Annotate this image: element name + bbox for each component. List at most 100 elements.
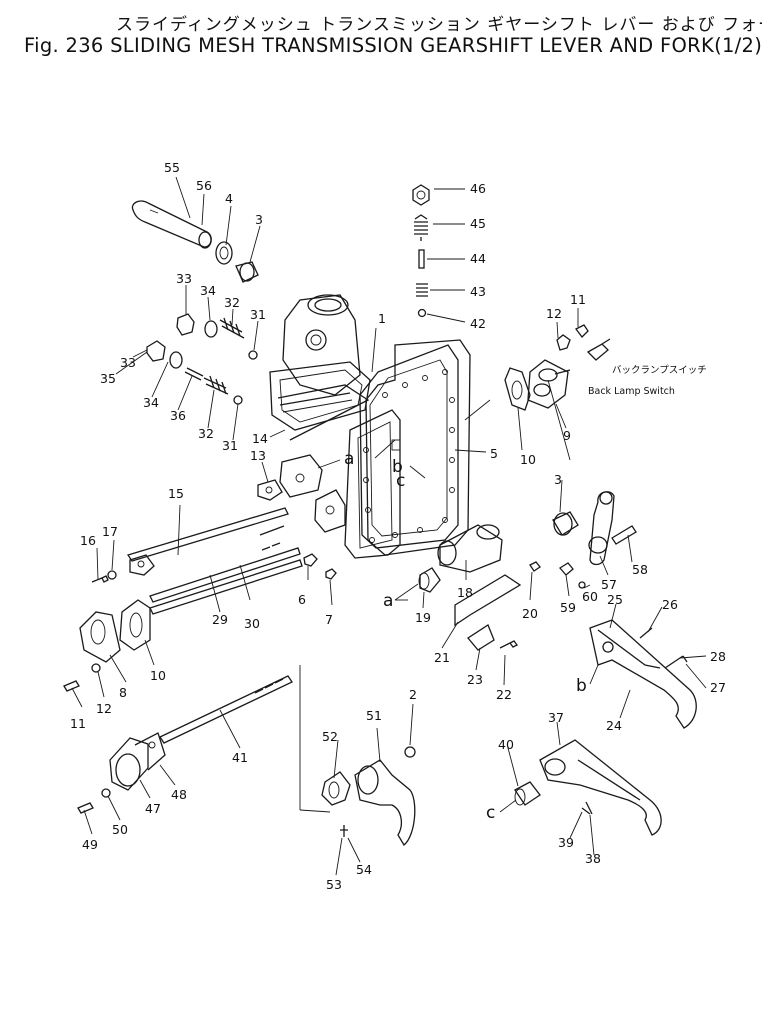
part-label-6: 6 bbox=[298, 592, 306, 607]
part-label-10b: 10 bbox=[150, 668, 166, 683]
part-label-32b: 32 bbox=[198, 426, 214, 441]
part-label-1: 1 bbox=[378, 311, 386, 326]
part-label-21: 21 bbox=[434, 650, 450, 665]
part-label-57: 57 bbox=[601, 577, 617, 592]
part-label-33b: 33 bbox=[120, 355, 136, 370]
part-number-labels: 55 56 4 3 33 34 32 31 35 33 34 36 32 31 … bbox=[70, 160, 726, 892]
part-label-41: 41 bbox=[232, 750, 248, 765]
interlock-parts bbox=[418, 524, 541, 651]
part-label-38: 38 bbox=[585, 851, 601, 866]
part-label-44: 44 bbox=[470, 251, 486, 266]
shift-rods bbox=[126, 507, 303, 744]
part-label-52: 52 bbox=[322, 729, 338, 744]
part-label-43: 43 bbox=[470, 284, 486, 299]
part-label-49: 49 bbox=[82, 837, 98, 852]
part-label-31b: 31 bbox=[222, 438, 238, 453]
part-label-11b: 11 bbox=[70, 716, 86, 731]
part-label-53: 53 bbox=[326, 877, 342, 892]
shift-lever-part bbox=[131, 200, 259, 283]
part-label-29: 29 bbox=[212, 612, 228, 627]
leader-lines bbox=[71, 176, 707, 876]
part-label-7: 7 bbox=[325, 612, 333, 627]
part-label-22: 22 bbox=[496, 687, 512, 702]
part-label-58: 58 bbox=[632, 562, 648, 577]
part-label-23: 23 bbox=[467, 672, 483, 687]
part-label-39: 39 bbox=[558, 835, 574, 850]
right-bushing bbox=[552, 511, 579, 536]
figure-title-japanese: スライディングメッシュ トランスミッション ギヤーシフト レバー および フォー… bbox=[116, 15, 762, 35]
part-label-14: 14 bbox=[252, 431, 268, 446]
plunger-stack bbox=[412, 184, 430, 318]
part-label-12: 12 bbox=[546, 306, 562, 321]
part-label-36: 36 bbox=[170, 408, 186, 423]
part-label-15: 15 bbox=[168, 486, 184, 501]
part-label-19: 19 bbox=[415, 610, 431, 625]
back-lamp-switch-label: Back Lamp Switch bbox=[588, 386, 675, 397]
part-label-2: 2 bbox=[409, 687, 417, 702]
part-label-50: 50 bbox=[112, 822, 128, 837]
part-label-32: 32 bbox=[224, 295, 240, 310]
part-label-59: 59 bbox=[560, 600, 576, 615]
part-label-20: 20 bbox=[522, 606, 538, 621]
part-label-16: 16 bbox=[80, 533, 96, 548]
side-cover bbox=[63, 599, 151, 692]
part-label-45: 45 bbox=[470, 216, 486, 231]
ref-letter-c: c bbox=[396, 471, 405, 491]
part-label-48: 48 bbox=[171, 787, 187, 802]
part-label-37: 37 bbox=[548, 710, 564, 725]
part-label-28: 28 bbox=[710, 649, 726, 664]
shift-fork-middle bbox=[321, 746, 416, 846]
part-label-3b: 3 bbox=[554, 472, 562, 487]
ref-letter-b: b bbox=[392, 457, 403, 477]
part-label-13: 13 bbox=[250, 448, 266, 463]
ref-letter-a-lower: a bbox=[383, 591, 393, 611]
part-label-4: 4 bbox=[225, 191, 233, 206]
detent-parts bbox=[146, 313, 258, 405]
reference-letters: a b c a b c bbox=[344, 449, 587, 823]
bushing-flange bbox=[77, 732, 166, 814]
part-label-18: 18 bbox=[457, 585, 473, 600]
part-label-12b: 12 bbox=[96, 701, 112, 716]
part-label-11: 11 bbox=[570, 292, 586, 307]
transmission-cover bbox=[344, 339, 471, 559]
part-label-26: 26 bbox=[662, 597, 678, 612]
part-label-17: 17 bbox=[102, 524, 118, 539]
part-label-10: 10 bbox=[520, 452, 536, 467]
rod-plate bbox=[91, 479, 346, 583]
figure-title: Fig. 236 SLIDING MESH TRANSMISSION GEARS… bbox=[24, 34, 762, 57]
part-label-3: 3 bbox=[255, 212, 263, 227]
part-label-60: 60 bbox=[582, 589, 598, 604]
part-label-34: 34 bbox=[200, 283, 216, 298]
part-label-46: 46 bbox=[470, 181, 486, 196]
back-lamp-switch-assembly bbox=[504, 324, 611, 411]
ref-letter-a: a bbox=[344, 449, 354, 469]
part-label-9: 9 bbox=[563, 428, 571, 443]
center-bolts bbox=[303, 553, 337, 580]
part-label-34b: 34 bbox=[143, 395, 159, 410]
shift-fork-upper bbox=[589, 619, 697, 729]
part-label-5: 5 bbox=[490, 446, 498, 461]
part-label-27: 27 bbox=[710, 680, 726, 695]
ref-letter-b-lower: b bbox=[576, 676, 587, 696]
part-label-33: 33 bbox=[176, 271, 192, 286]
part-label-56: 56 bbox=[196, 178, 212, 193]
part-label-54: 54 bbox=[356, 862, 372, 877]
part-label-25: 25 bbox=[607, 592, 623, 607]
part-label-8: 8 bbox=[119, 685, 127, 700]
part-label-30: 30 bbox=[244, 616, 260, 631]
shifter-case bbox=[269, 294, 371, 498]
inner-lever bbox=[559, 491, 637, 589]
back-lamp-switch-label-jp: バックランプスイッチ bbox=[612, 365, 707, 376]
part-label-31: 31 bbox=[250, 307, 266, 322]
part-label-40: 40 bbox=[498, 737, 514, 752]
part-label-24: 24 bbox=[606, 718, 622, 733]
ref-letter-c-lower: c bbox=[486, 803, 495, 823]
back-lamp-switch-note: バックランプスイッチ Back Lamp Switch bbox=[588, 365, 707, 397]
part-label-42: 42 bbox=[470, 316, 486, 331]
part-label-51: 51 bbox=[366, 708, 382, 723]
part-label-35: 35 bbox=[100, 371, 116, 386]
part-label-55: 55 bbox=[164, 160, 180, 175]
shift-fork-lower bbox=[514, 739, 662, 836]
part-label-47: 47 bbox=[145, 801, 161, 816]
